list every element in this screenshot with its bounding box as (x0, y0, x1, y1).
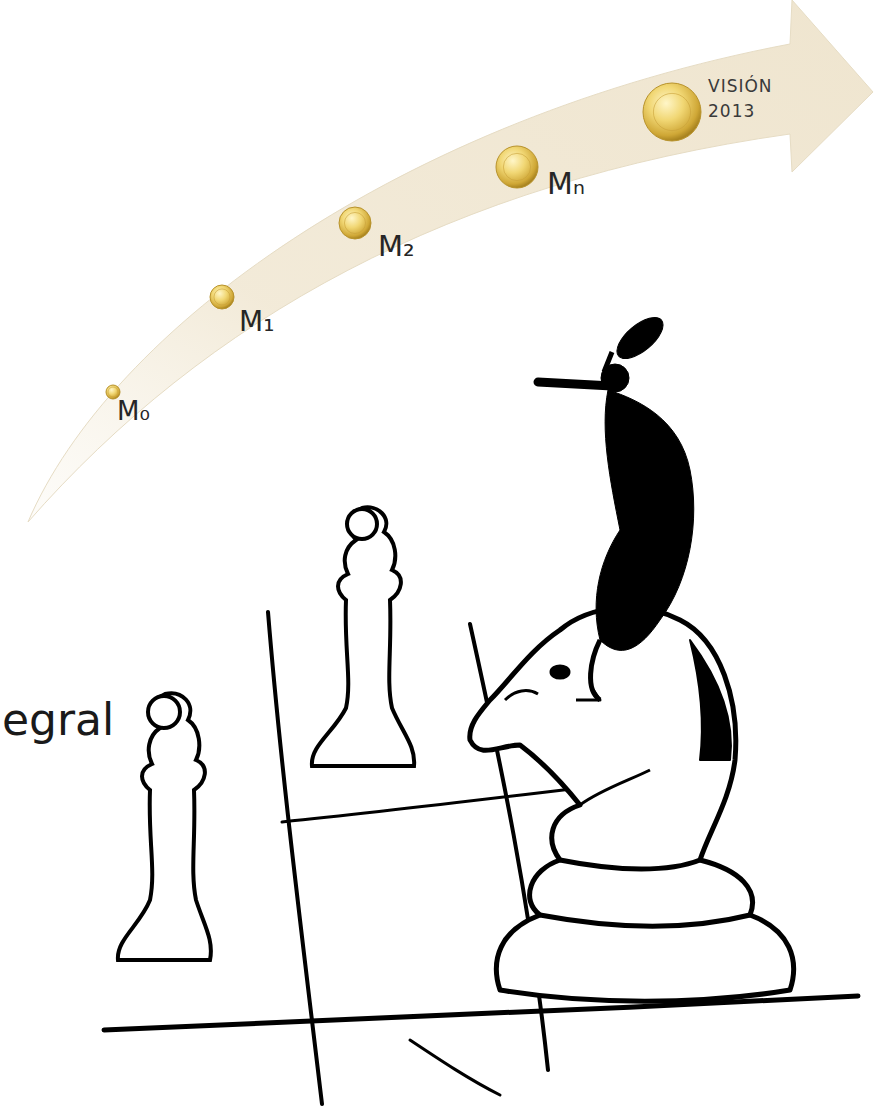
pawn-middle (312, 507, 414, 766)
milestone-label: VISIÓN 2013 (708, 74, 788, 123)
milestone-node: M₂ (338, 206, 372, 240)
progress-arrow (28, 0, 873, 522)
knight-piece (470, 608, 794, 1002)
milestone-node: VISIÓN 2013 (642, 82, 702, 142)
milestone-circle (642, 82, 702, 142)
milestone-label: M₂ (378, 232, 415, 261)
milestone-circle (495, 145, 539, 189)
milestone-circle (209, 284, 235, 310)
milestone-circle (338, 206, 372, 240)
milestone-label: M₀ (117, 398, 150, 424)
pawn-left (118, 693, 211, 960)
milestone-node: M₀ (105, 384, 121, 400)
milestone-node: Mₙ (495, 145, 539, 189)
board-lines (104, 612, 858, 1104)
milestone-label: Mₙ (547, 169, 585, 199)
heading-fragment: egral (2, 694, 114, 745)
milestone-label: M₁ (239, 308, 274, 336)
rider-figure (538, 310, 694, 700)
milestone-node: M₁ (209, 284, 235, 310)
